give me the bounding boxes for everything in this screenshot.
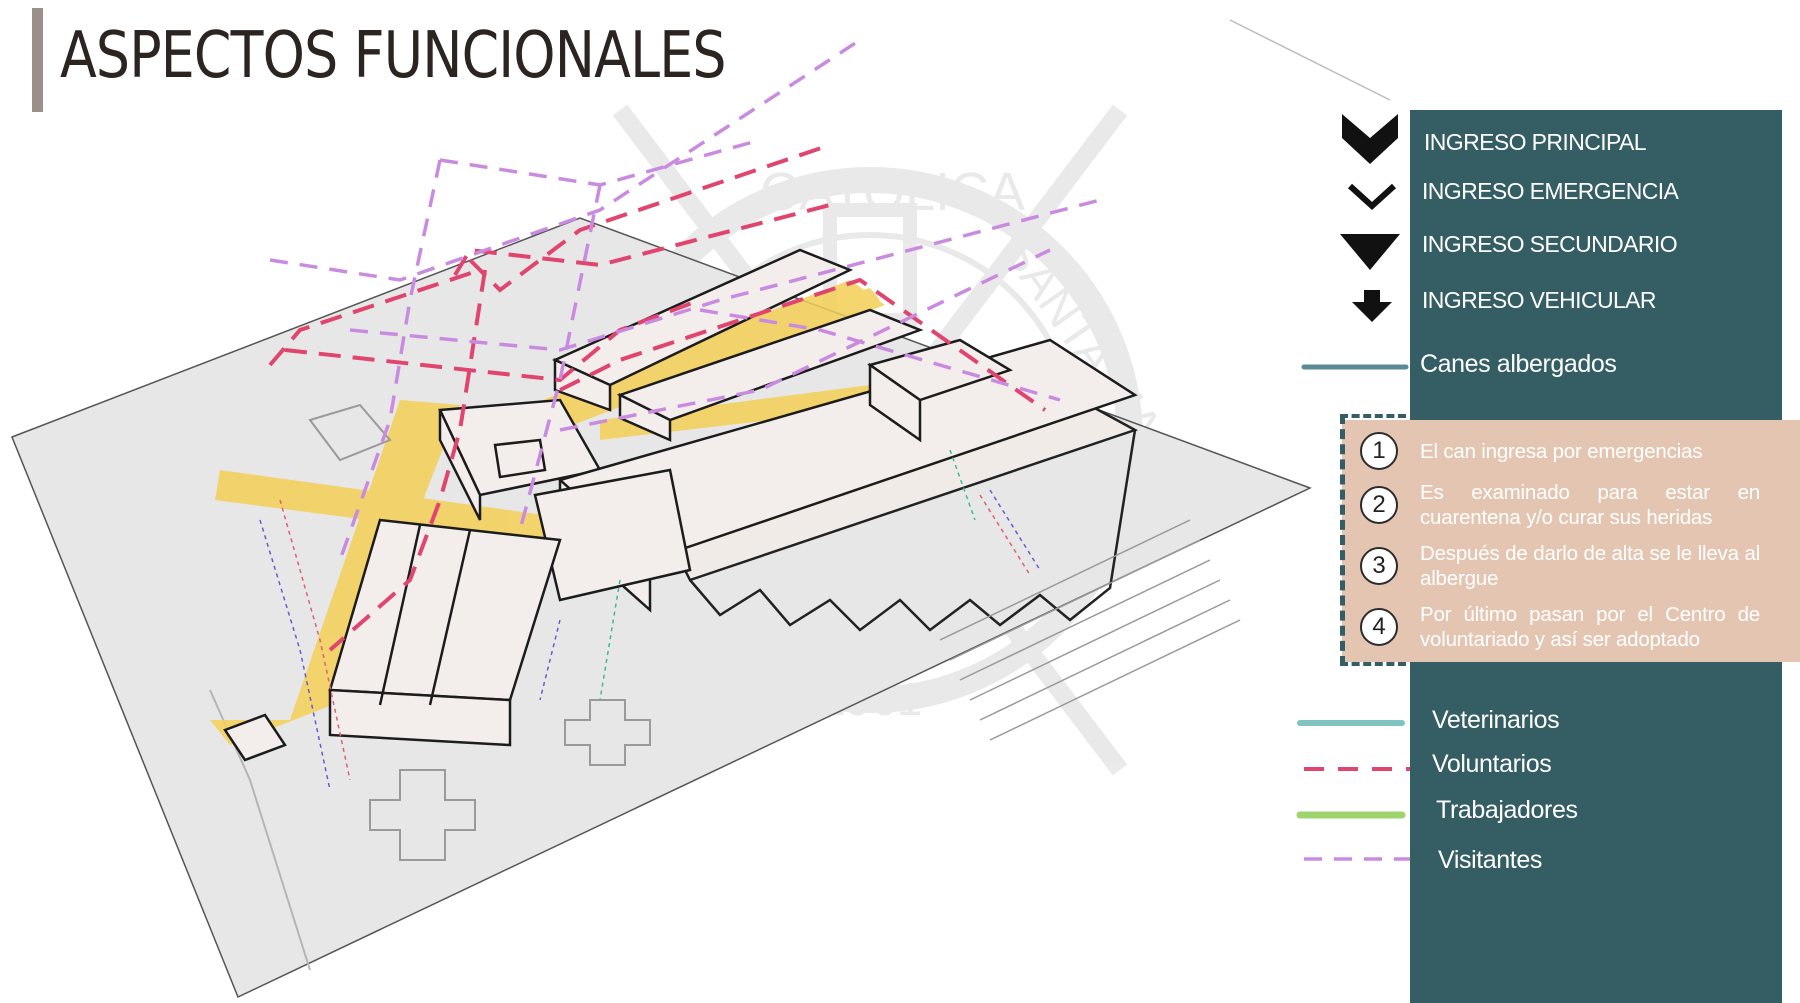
- step-2: 2 Es examinado para estar en cuarentena …: [1360, 480, 1790, 530]
- visitantes-line-sample: [1304, 857, 1410, 861]
- stair-hatching: [939, 519, 1241, 741]
- canes-albergados-label: Canes albergados: [1420, 350, 1617, 378]
- visitantes-routes: [269, 38, 1101, 561]
- ingreso-vehicular-label: INGRESO VEHICULAR: [1422, 287, 1657, 313]
- courtyard-block-side: [438, 409, 482, 521]
- thin-chevron-icon: [1347, 183, 1397, 211]
- step-number: 1: [1360, 432, 1398, 470]
- ingreso-emergencia-label: INGRESO EMERGENCIA: [1422, 178, 1679, 204]
- trabajadores-line-sample: [1296, 811, 1406, 819]
- step-number: 3: [1360, 547, 1398, 585]
- step-3: 3 Después de darlo de alta se le lleva a…: [1360, 541, 1790, 591]
- ingreso-secundario-label: INGRESO SECUNDARIO: [1422, 231, 1678, 257]
- step-1: 1 El can ingresa por emergencias: [1360, 432, 1790, 470]
- page-title: ASPECTOS FUNCIONALES: [60, 19, 726, 93]
- triangle-icon: [1340, 234, 1400, 270]
- step-4: 4 Por último pasan por el Centro de volu…: [1360, 602, 1790, 652]
- trabajadores-label: Trabajadores: [1436, 796, 1578, 824]
- building-volumes: [223, 248, 1138, 762]
- fine-route-lines: [259, 449, 1041, 791]
- right-building-side: [868, 362, 922, 443]
- step-text: Por último pasan por el Centro de volunt…: [1420, 603, 1760, 651]
- steps-dashed-frame: [1340, 414, 1406, 666]
- arrow-down-icon: [1352, 290, 1392, 322]
- ground-cross-patterns: [308, 403, 651, 861]
- double-chevron-icon: [1342, 114, 1398, 164]
- left-hall-front: [328, 688, 512, 747]
- canes-line-sample: [1301, 364, 1409, 370]
- step-text: El can ingresa por emergencias: [1420, 439, 1703, 463]
- voluntarios-label: Voluntarios: [1432, 750, 1552, 778]
- courtyard-kiosk: [493, 438, 547, 479]
- ingreso-principal-label: INGRESO PRINCIPAL: [1424, 129, 1647, 155]
- step-number: 2: [1360, 486, 1398, 524]
- step-text: Es examinado para estar en cuarentena y/…: [1420, 481, 1760, 529]
- visitantes-label: Visitantes: [1438, 846, 1542, 874]
- voluntarios-line-sample: [1304, 767, 1410, 771]
- step-text: Después de darlo de alta se le lleva al …: [1420, 542, 1760, 590]
- voluntarios-routes: [268, 143, 1047, 652]
- small-corner-block: [223, 713, 287, 762]
- watermark-arc-text: CATOLICA: [760, 162, 1025, 222]
- veterinarios-line-sample: [1297, 720, 1405, 726]
- site-corner-line: [1229, 19, 1391, 101]
- circulation-paths: [210, 280, 900, 745]
- title-accent-bar: [32, 8, 43, 112]
- steps-box: [1342, 420, 1800, 662]
- veterinarios-label: Veterinarios: [1432, 706, 1560, 734]
- step-number: 4: [1360, 608, 1398, 646]
